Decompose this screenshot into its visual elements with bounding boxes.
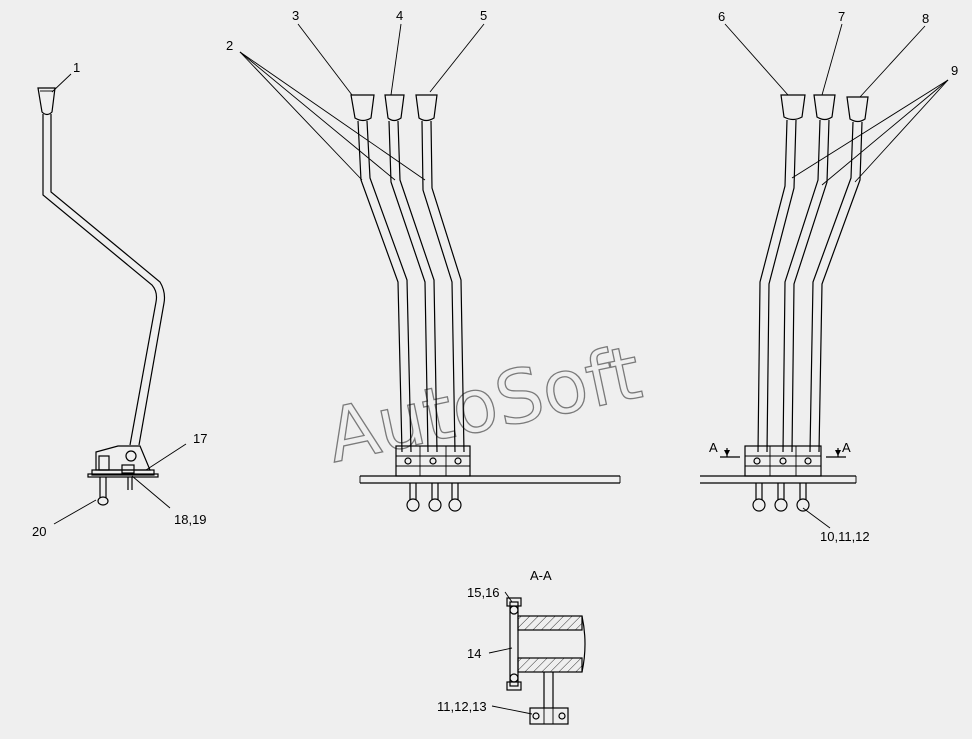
lever-knob-7	[813, 94, 836, 121]
lever-rod-7	[782, 119, 830, 453]
callout-17: 17	[193, 431, 207, 446]
section-clevis	[529, 707, 569, 725]
section-tube-upper-wall	[517, 615, 583, 631]
callout-7: 7	[838, 9, 845, 24]
callout-6: 6	[718, 9, 725, 24]
watermark: AutoSoft	[320, 330, 649, 480]
callout-15-16: 15,16	[467, 585, 500, 600]
section-cut-label-left: A	[709, 440, 718, 455]
clevis-set-right	[752, 483, 810, 512]
lever-rod-1	[42, 114, 166, 446]
callout-8: 8	[922, 11, 929, 26]
callout-1: 1	[73, 60, 80, 75]
lever-rod-6	[757, 119, 797, 453]
lever-knob-5	[415, 94, 438, 122]
callout-11-12-13: 11,12,13	[437, 699, 487, 714]
section-tube-lower-wall	[517, 657, 583, 673]
lever-knob-8	[846, 96, 869, 123]
callout-3: 3	[292, 8, 299, 23]
callout-2: 2	[226, 38, 233, 53]
lever-rod-4	[388, 120, 438, 453]
callout-9: 9	[951, 63, 958, 78]
lever-knob-1	[37, 87, 56, 116]
section-plate	[509, 601, 519, 687]
section-a-a-detail	[506, 597, 586, 725]
section-title: A-A	[530, 568, 552, 583]
lever-knob-3	[350, 94, 375, 122]
leader-lines	[51, 23, 949, 715]
lever-rod-8	[809, 121, 863, 453]
callout-5: 5	[480, 8, 487, 23]
clevis-set-middle	[406, 483, 462, 512]
lever-housing-right	[744, 445, 822, 477]
callout-18-19: 18,19	[174, 512, 207, 527]
single-lever-assembly	[37, 87, 166, 506]
callout-4: 4	[396, 8, 403, 23]
right-lever-group	[700, 94, 869, 512]
lever-knob-6	[780, 94, 806, 121]
section-cut-marks	[720, 448, 846, 458]
section-cut-label-right: A	[842, 440, 851, 455]
callout-14: 14	[467, 646, 481, 661]
lever-rod-5	[421, 120, 465, 453]
lever-base-bracket	[95, 445, 151, 471]
lever-housing-middle	[395, 445, 471, 477]
callout-10-11-12: 10,11,12	[820, 529, 870, 544]
callout-20: 20	[32, 524, 46, 539]
lever-knob-4	[384, 94, 405, 122]
